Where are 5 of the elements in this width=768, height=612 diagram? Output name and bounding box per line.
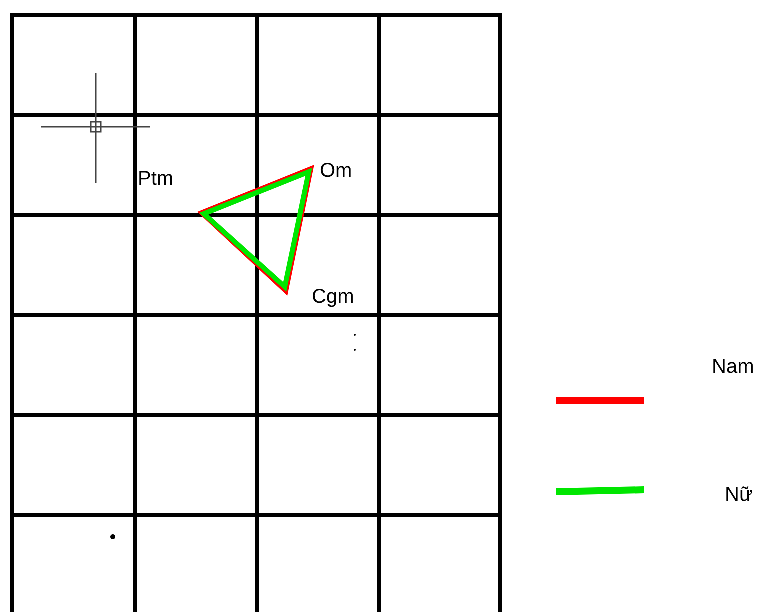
legend-label: Nam [712, 355, 754, 379]
point-label: Cgm [312, 285, 354, 309]
point-label: Om [320, 159, 352, 183]
legend-label: Nữ [725, 483, 753, 507]
point-label: Ptm [138, 167, 174, 191]
